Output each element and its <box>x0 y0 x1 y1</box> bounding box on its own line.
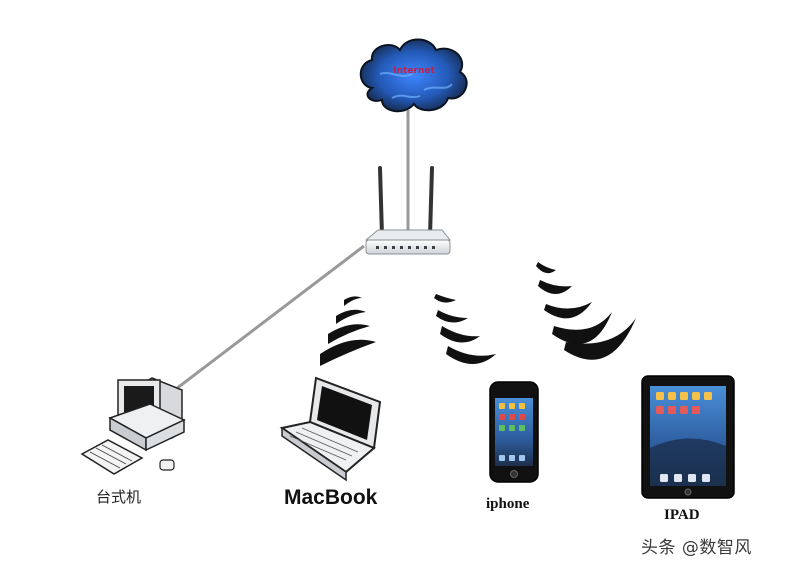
iphone-label: iphone <box>486 496 530 512</box>
wifi-signal-iphone-icon <box>434 294 496 364</box>
ipad-icon <box>641 375 735 499</box>
internet-cloud-icon <box>359 38 468 113</box>
wifi-signal-macbook-icon <box>320 296 376 366</box>
desktop-computer-icon <box>80 377 186 475</box>
macbook-laptop-icon <box>279 376 382 482</box>
iphone-icon <box>489 381 539 483</box>
router-desktop-cable <box>171 244 365 394</box>
cloud-label: Internet <box>393 66 435 76</box>
wifi-signal-ipad-icon <box>536 262 636 360</box>
router-icon <box>364 166 452 255</box>
watermark-text: 头条 @数智风 <box>641 538 752 558</box>
macbook-label: MacBook <box>284 486 378 509</box>
ipad-label: IPAD <box>664 507 700 523</box>
desktop-label: 台式机 <box>96 488 142 506</box>
